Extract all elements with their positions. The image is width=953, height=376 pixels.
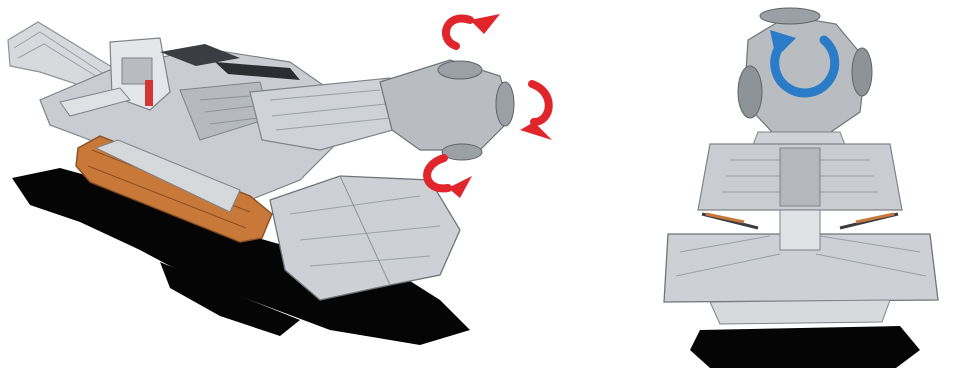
front-shadow [690, 326, 920, 368]
cutter-disc [738, 66, 762, 118]
cutter-disc [496, 82, 514, 126]
rotation-arrow-icon [520, 84, 552, 140]
cutter-disc [760, 8, 820, 24]
cutting-head-front [744, 16, 866, 134]
lower-skid [710, 300, 890, 324]
rotation-arrow-icon [446, 14, 500, 46]
loading-apron [270, 176, 460, 300]
front-view-illustration [640, 0, 953, 376]
side-view-panel [0, 0, 600, 376]
cutter-disc [852, 48, 872, 96]
front-view-panel [640, 0, 953, 376]
cutter-disc [442, 144, 482, 160]
side-view-illustration [0, 0, 600, 376]
cutter-disc [438, 61, 482, 79]
hydraulic-marker [145, 80, 153, 106]
